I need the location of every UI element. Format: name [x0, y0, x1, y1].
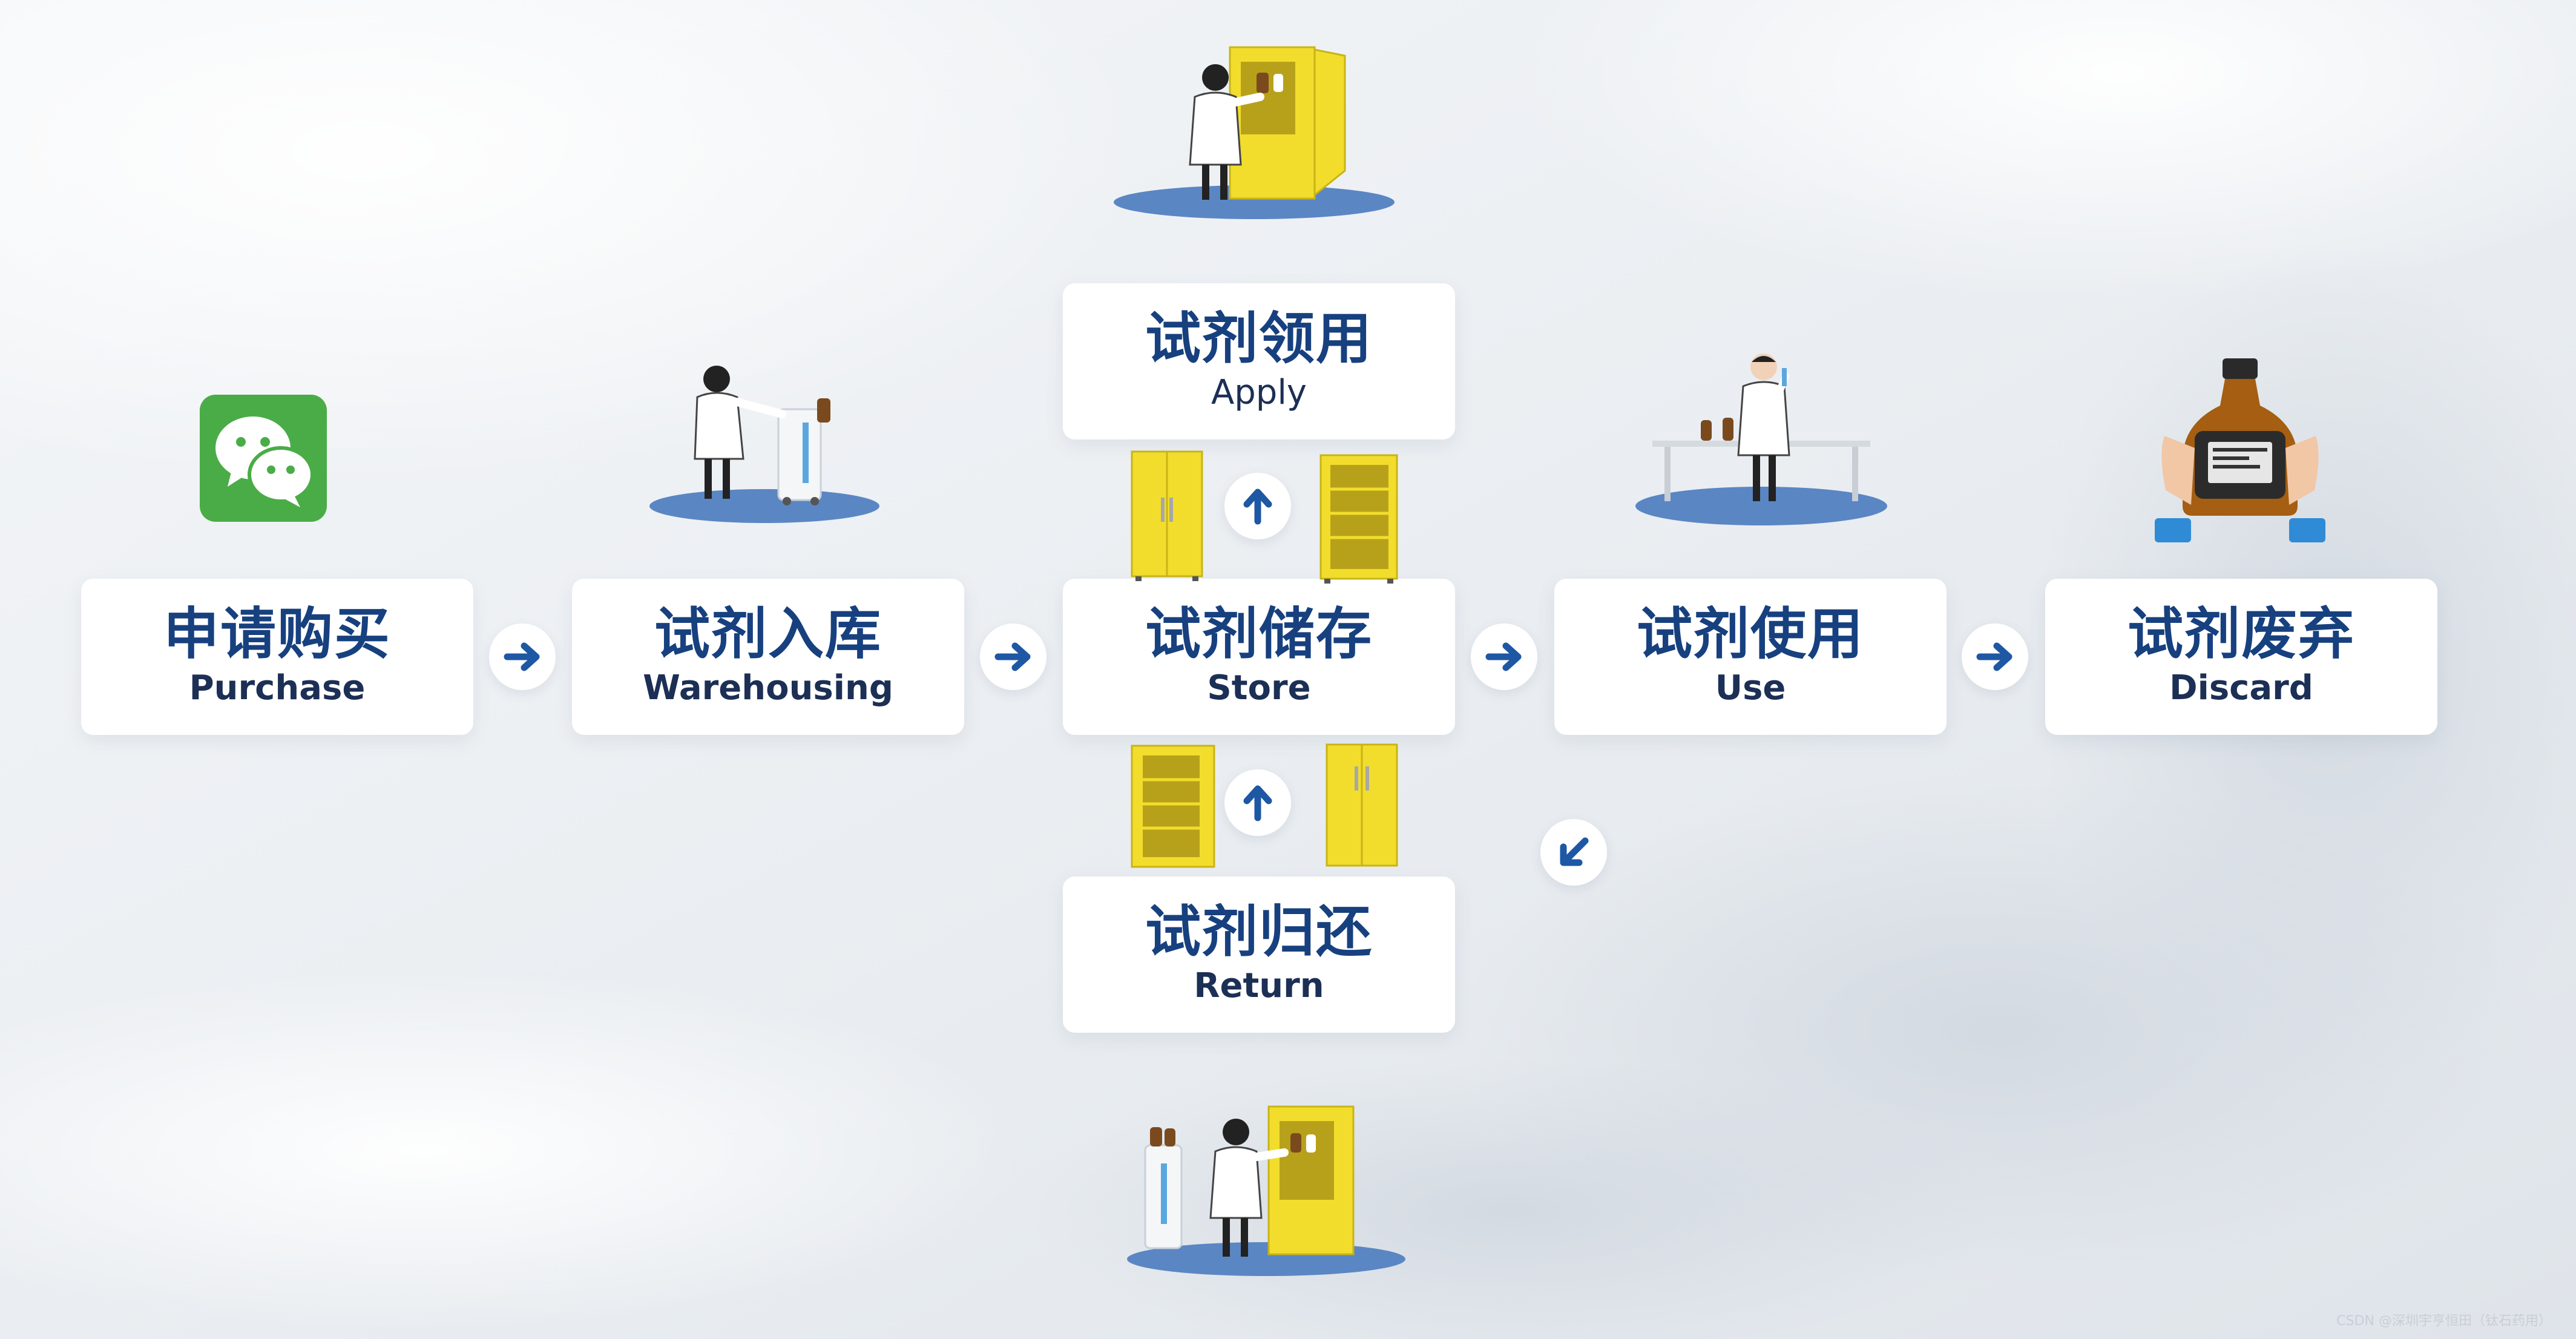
apply-title-en: Apply — [1211, 372, 1307, 413]
purchase-card[interactable]: 申请购买 Purchase — [81, 579, 473, 735]
store-title-en: Store — [1207, 668, 1310, 708]
purchase-title-zh: 申请购买 — [163, 605, 391, 664]
wechat-icon — [200, 395, 327, 522]
discard-title-en: Discard — [2169, 668, 2313, 708]
apply-title-zh: 试剂领用 — [1145, 310, 1373, 369]
worker-at-cabinet-icon — [1111, 44, 1402, 225]
yellow-cabinet-icon — [1326, 742, 1398, 872]
yellow-cabinet-icon — [1131, 449, 1203, 582]
arrow-down-left-icon — [1540, 819, 1607, 886]
yellow-cabinet-open-icon — [1131, 743, 1215, 872]
arrow-up-icon — [1224, 473, 1291, 539]
store-card[interactable]: 试剂储存 Store — [1063, 579, 1455, 735]
return-title-zh: 试剂归还 — [1145, 903, 1373, 962]
return-card[interactable]: 试剂归还 Return — [1063, 877, 1455, 1033]
arrow-right-icon — [489, 623, 556, 690]
discard-title-zh: 试剂废弃 — [2128, 605, 2355, 664]
worker-loading-cart-icon — [646, 362, 882, 531]
arrow-right-icon — [1471, 623, 1537, 690]
yellow-cabinet-open-icon — [1319, 453, 1404, 584]
return-title-en: Return — [1194, 966, 1324, 1006]
worker-returning-icon — [1121, 1097, 1411, 1278]
watermark: CSDN @深圳宇亨恒田（钛石药用） — [2336, 1310, 2552, 1329]
use-card[interactable]: 试剂使用 Use — [1554, 579, 1947, 735]
warehousing-title-en: Warehousing — [643, 668, 893, 708]
purchase-title-en: Purchase — [189, 668, 366, 708]
warehousing-title-zh: 试剂入库 — [654, 605, 882, 664]
use-title-zh: 试剂使用 — [1637, 605, 1864, 664]
store-title-zh: 试剂储存 — [1145, 605, 1373, 664]
arrow-right-icon — [1962, 623, 2028, 690]
bottle-scan-icon — [2152, 357, 2328, 548]
warehousing-card[interactable]: 试剂入库 Warehousing — [572, 579, 964, 735]
apply-card[interactable]: 试剂领用 Apply — [1063, 283, 1455, 439]
use-title-en: Use — [1715, 668, 1786, 708]
arrow-up-icon — [1224, 769, 1291, 836]
discard-card[interactable]: 试剂废弃 Discard — [2045, 579, 2437, 735]
scientist-at-bench-icon — [1634, 346, 1888, 530]
arrow-right-icon — [980, 623, 1046, 690]
